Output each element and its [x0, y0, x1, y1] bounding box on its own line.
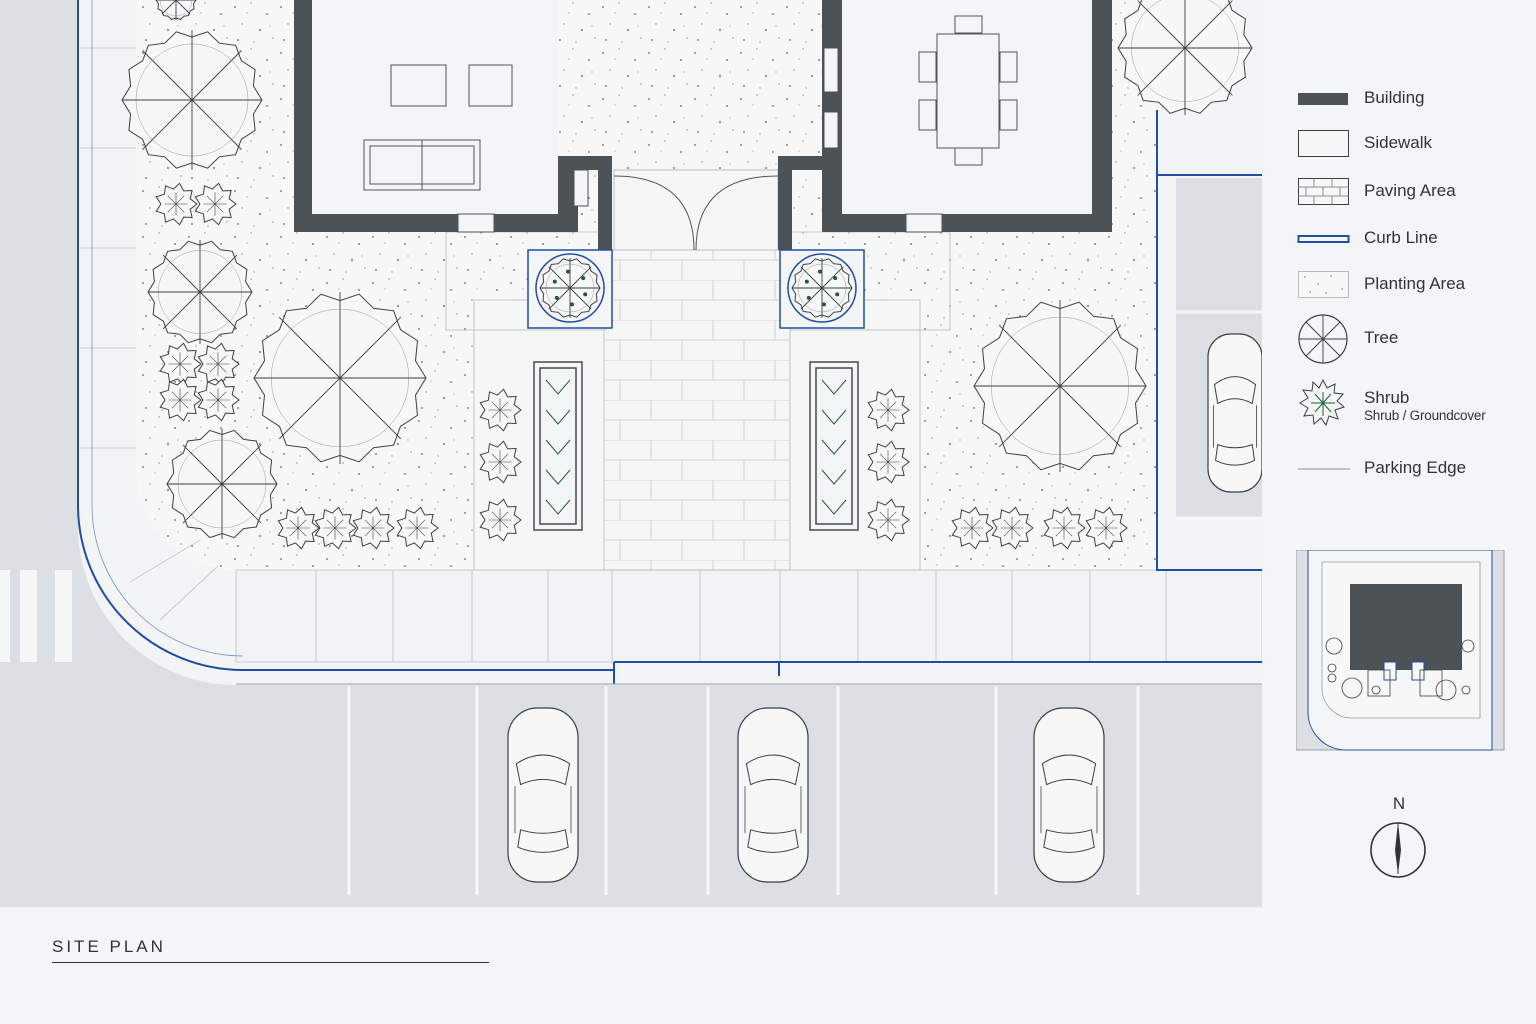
paving-swatch	[1298, 178, 1349, 205]
trees	[121, 0, 1253, 539]
car-symbol	[1207, 333, 1262, 493]
legend-label: Sidewalk	[1364, 133, 1433, 152]
tree-symbol	[1117, 0, 1253, 115]
shrub-symbol	[867, 440, 910, 484]
car-symbol	[1033, 707, 1105, 883]
shrub-symbol	[159, 342, 202, 386]
legend-item-sidewalk: Sidewalk	[1290, 123, 1530, 163]
north-arrow: N	[1360, 790, 1438, 882]
legend-item-building: Building	[1290, 78, 1530, 118]
planting-swatch	[1298, 271, 1349, 298]
legend-item-paving-area: Paving Area	[1290, 171, 1530, 211]
shrub-symbol	[1043, 506, 1086, 550]
shrub-icon	[1299, 378, 1345, 427]
site-plan-drawing	[0, 0, 1262, 907]
shrub-symbol	[951, 506, 994, 550]
shrub-symbol	[396, 506, 439, 550]
tree-symbol	[166, 429, 278, 539]
crosswalk	[0, 570, 72, 662]
shrub-symbol	[479, 498, 522, 542]
legend-item-tree: Tree	[1290, 314, 1530, 364]
legend-item-parking-edge: Parking Edge	[1290, 448, 1530, 488]
tree-symbol	[539, 258, 601, 318]
legend-label: Planting Area	[1364, 274, 1466, 293]
tree-symbol	[147, 240, 253, 344]
curb-line	[77, 0, 1262, 684]
legend-label: Tree	[1364, 328, 1399, 347]
shrub-symbol	[1085, 506, 1128, 550]
title-underline	[52, 962, 489, 963]
entry-paving	[603, 249, 791, 571]
shrub-symbol	[867, 388, 910, 432]
tree-symbol	[253, 292, 427, 464]
page-title: SITE PLAN	[52, 937, 166, 956]
tree-symbol	[791, 258, 853, 318]
shrub-symbol	[277, 506, 320, 550]
legend-label: Paving Area	[1364, 181, 1456, 200]
shrub-symbol	[867, 498, 910, 542]
building-east	[778, 0, 1112, 250]
building-swatch	[1298, 93, 1348, 105]
legend-label: Parking Edge	[1364, 458, 1467, 477]
shrub-symbol	[197, 378, 240, 422]
shrub-symbol	[197, 342, 240, 386]
tree-symbol	[155, 0, 197, 21]
car-symbol	[507, 707, 579, 883]
sidewalk-swatch	[1298, 130, 1349, 157]
tree-symbol	[121, 30, 263, 170]
legend-label: Curb Line	[1364, 228, 1438, 247]
dining-table	[918, 15, 1018, 166]
furniture-west	[363, 64, 513, 191]
legend-item-shrub: Shrub Shrub / Groundcover	[1290, 378, 1530, 430]
compass-icon	[1370, 822, 1426, 878]
shrub-symbol	[314, 506, 357, 550]
key-map	[1296, 550, 1505, 751]
shrub-symbol	[479, 388, 522, 432]
legend-item-planting-area: Planting Area	[1290, 264, 1530, 304]
shrub-symbol	[155, 182, 198, 226]
tree-icon	[1298, 314, 1348, 364]
shrubs	[155, 182, 1128, 550]
tree-symbol	[973, 300, 1147, 472]
north-label: N	[1392, 794, 1406, 813]
car-symbol	[737, 707, 809, 883]
parked-cars	[507, 333, 1262, 883]
south-sidewalk	[235, 569, 1262, 663]
shrub-symbol	[159, 378, 202, 422]
legend-item-curb-line: Curb Line	[1290, 218, 1530, 258]
shrub-symbol	[991, 506, 1034, 550]
parking-stalls	[347, 686, 1140, 895]
shrub-symbol	[194, 182, 237, 226]
legend-label: Shrub	[1364, 388, 1410, 407]
planter-boxes	[533, 361, 859, 531]
legend-sublabel: Shrub / Groundcover	[1364, 408, 1486, 423]
shrub-symbol	[352, 506, 395, 550]
curb-swatch	[1297, 235, 1350, 243]
shrub-symbol	[479, 440, 522, 484]
west-sidewalk-joints	[80, 47, 136, 449]
legend-label: Building	[1364, 88, 1425, 107]
parking-edge-line	[1298, 468, 1350, 470]
